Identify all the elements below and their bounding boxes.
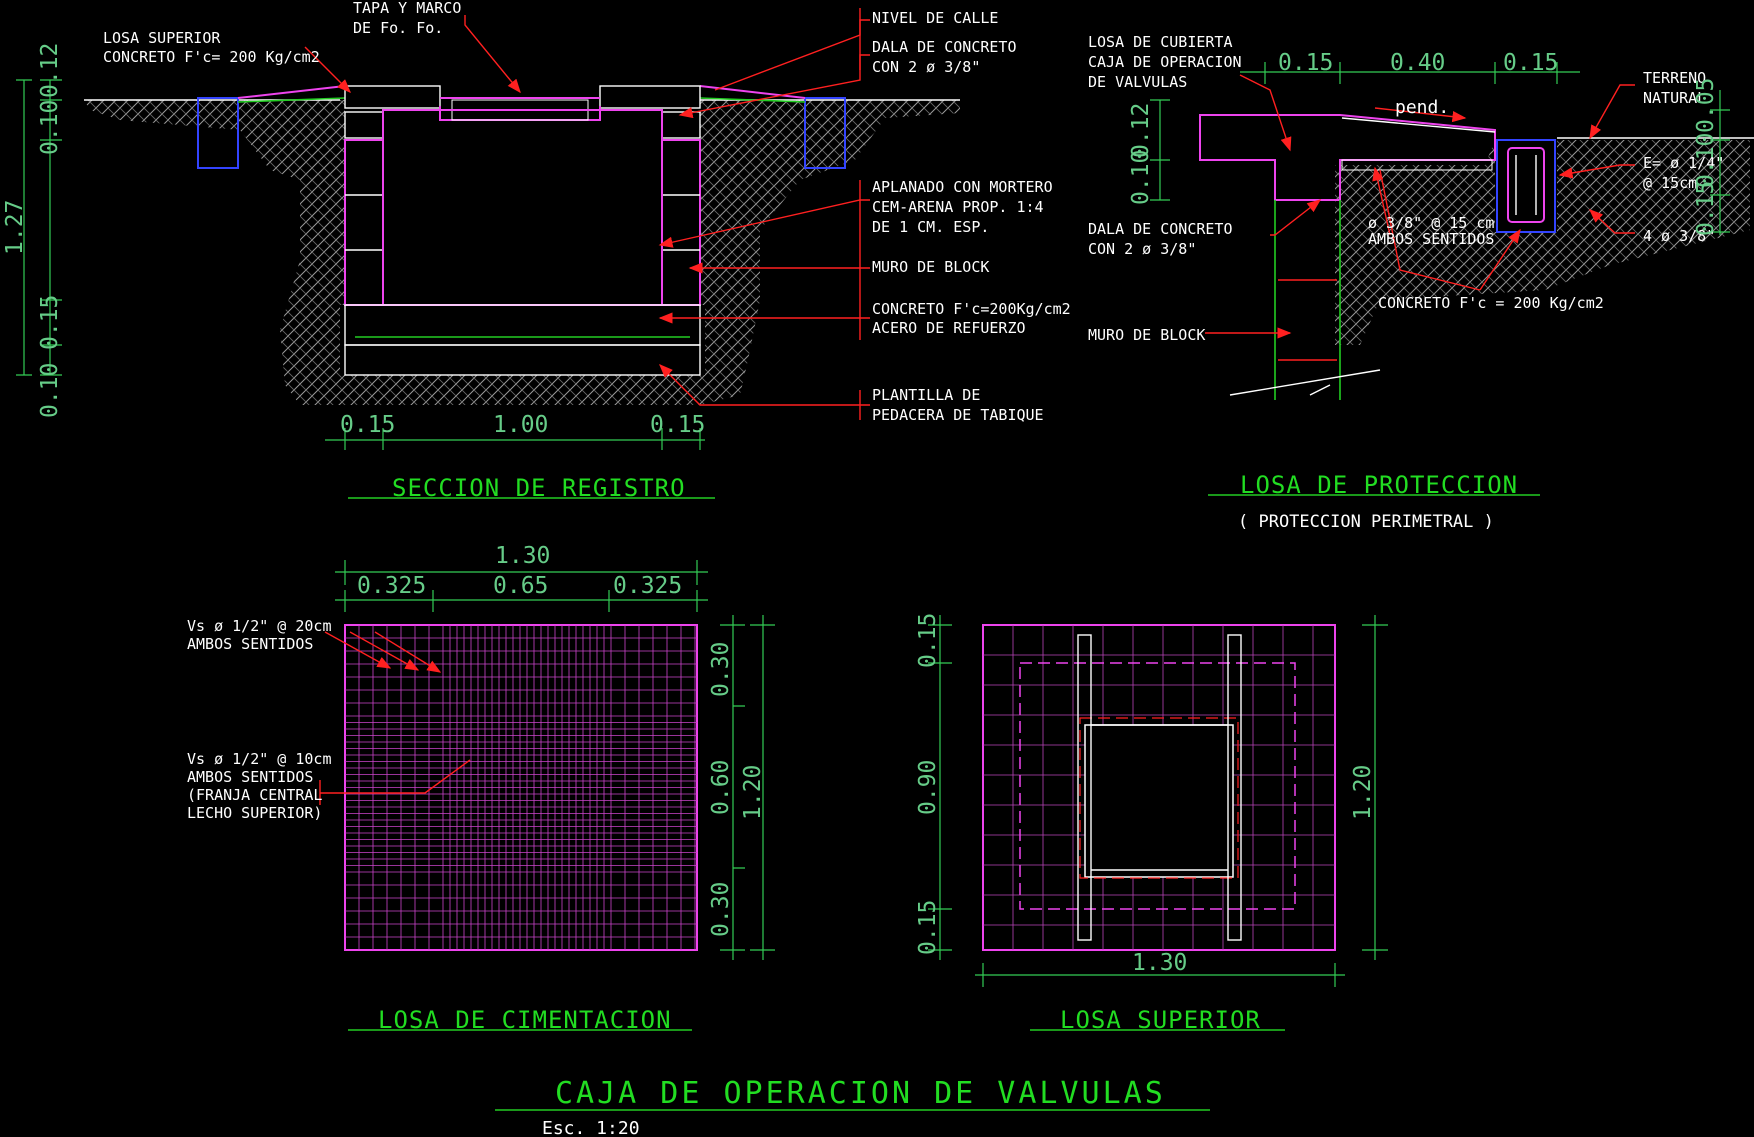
dim-t015b: 0.15 xyxy=(1503,50,1558,76)
label-cubierta-3: DE VALVULAS xyxy=(1088,73,1187,91)
label-plantilla-2: PEDACERA DE TABIQUE xyxy=(872,406,1044,424)
dala-left xyxy=(197,97,239,169)
dim-012: 0.12 xyxy=(37,43,63,98)
label-vs10-1: Vs ø 1/2" @ 10cm xyxy=(187,750,332,768)
dim-cim-v120: 1.20 xyxy=(740,765,766,820)
label-tapa-1: TAPA Y MARCO xyxy=(353,0,461,17)
label-aplanado-1: APLANADO CON MORTERO xyxy=(872,178,1053,196)
label-concreto: CONCRETO F'c = 200 Kg/cm2 xyxy=(1378,294,1604,312)
label-cubierta-2: CAJA DE OPERACION xyxy=(1088,53,1242,71)
dim-cim-c: 0.325 xyxy=(613,573,682,599)
dim-l012: 0.12 xyxy=(1128,103,1154,158)
dim-sup-v120: 1.20 xyxy=(1350,765,1376,820)
label-cubierta-1: LOSA DE CUBIERTA xyxy=(1088,33,1233,51)
label-concreto-2: ACERO DE REFUERZO xyxy=(872,319,1026,337)
dim-cim-a: 0.325 xyxy=(357,573,426,599)
losa-cimentacion xyxy=(319,560,775,1031)
label-vs20-1: Vs ø 1/2" @ 20cm xyxy=(187,617,332,635)
label-estribo-2: @ 15cm xyxy=(1643,174,1697,192)
dim-sup-v090: 0.90 xyxy=(915,760,941,815)
superior-outline xyxy=(982,624,1336,951)
drawing-title: CAJA DE OPERACION DE VALVULAS xyxy=(555,1076,1166,1111)
title-seccion-registro: SECCION DE REGISTRO xyxy=(392,474,686,502)
dim-r015: 0.15 xyxy=(1693,181,1719,236)
title-losa-proteccion: LOSA DE PROTECCION xyxy=(1240,471,1518,499)
dim-010a: 0.10 xyxy=(37,100,63,155)
label-vs20-2: AMBOS SENTIDOS xyxy=(187,635,313,653)
label-dala-1: DALA DE CONCRETO xyxy=(872,38,1017,56)
losa-cimentacion-labels: Vs ø 1/2" @ 20cm AMBOS SENTIDOS Vs ø 1/2… xyxy=(187,543,766,1034)
losa-superior xyxy=(928,615,1388,1031)
main-title-block: CAJA DE OPERACION DE VALVULAS Esc. 1:20 xyxy=(495,1076,1210,1137)
label-dala-2: CON 2 ø 3/8" xyxy=(1088,240,1196,258)
label-muro: MURO DE BLOCK xyxy=(1088,326,1205,344)
dim-127: 1.27 xyxy=(2,200,28,255)
label-concreto-1: CONCRETO F'c=200Kg/cm2 xyxy=(872,300,1071,318)
subtitle-losa-proteccion: ( PROTECCION PERIMETRAL ) xyxy=(1238,512,1494,532)
label-aplanado-3: DE 1 CM. ESP. xyxy=(872,218,989,236)
drawing-scale: Esc. 1:20 xyxy=(542,1118,640,1137)
label-terreno-2: NATURAL xyxy=(1643,89,1706,107)
dim-cim-total: 1.30 xyxy=(495,543,550,569)
dim-cim-v060: 0.60 xyxy=(708,760,734,815)
label-dala-2: CON 2 ø 3/8" xyxy=(872,58,980,76)
dim-b100: 1.00 xyxy=(493,412,548,438)
dim-r005: 0.05 xyxy=(1693,78,1719,133)
label-muro: MURO DE BLOCK xyxy=(872,258,989,276)
label-plantilla-1: PLANTILLA DE xyxy=(872,386,980,404)
dala-right xyxy=(804,97,846,169)
label-tapa-2: DE Fo. Fo. xyxy=(353,19,443,37)
losa-proteccion xyxy=(1150,62,1754,496)
title-losa-superior: LOSA SUPERIOR xyxy=(1060,1006,1261,1034)
label-vs10-4: LECHO SUPERIOR) xyxy=(187,804,322,822)
seccion-registro-labels: LOSA SUPERIOR CONCRETO F'c= 200 Kg/cm2 T… xyxy=(2,0,1071,502)
label-nivel-calle: NIVEL DE CALLE xyxy=(872,9,998,27)
dim-010b: 0.10 xyxy=(37,363,63,418)
seccion-registro xyxy=(16,8,960,499)
dim-cim-v030a: 0.30 xyxy=(708,642,734,697)
dim-sup-h130: 1.30 xyxy=(1132,950,1187,976)
label-dala-1: DALA DE CONCRETO xyxy=(1088,220,1233,238)
title-losa-cimentacion: LOSA DE CIMENTACION xyxy=(378,1006,672,1034)
dim-l010: 0.10 xyxy=(1128,150,1154,205)
dim-015: 0.15 xyxy=(37,295,63,350)
dim-cim-b: 0.65 xyxy=(493,573,548,599)
dim-t015a: 0.15 xyxy=(1278,50,1333,76)
dala-protection xyxy=(1496,139,1556,233)
dim-b015a: 0.15 xyxy=(340,412,395,438)
dim-sup-v015a: 0.15 xyxy=(915,613,941,668)
label-varillas: 4 ø 3/8" xyxy=(1643,227,1715,245)
label-malla-2: AMBOS SENTIDOS xyxy=(1368,230,1494,248)
label-concreto-top: CONCRETO F'c= 200 Kg/cm2 xyxy=(103,48,320,66)
plantilla xyxy=(344,344,701,376)
dim-t040: 0.40 xyxy=(1390,50,1445,76)
cimentacion-grid xyxy=(345,625,697,950)
soil-hatch-protection xyxy=(1335,140,1750,345)
label-vs10-2: AMBOS SENTIDOS xyxy=(187,768,313,786)
dim-b015b: 0.15 xyxy=(650,412,705,438)
dim-r010: 0.10 xyxy=(1693,133,1719,188)
label-pend: pend. xyxy=(1395,97,1449,118)
label-malla-1: ø 3/8" @ 15 cm xyxy=(1368,214,1494,232)
losa-proteccion-labels: LOSA DE CUBIERTA CAJA DE OPERACION DE VA… xyxy=(1088,33,1724,532)
label-aplanado-2: CEM-ARENA PROP. 1:4 xyxy=(872,198,1044,216)
losa-superior-labels: 0.15 0.90 0.15 1.20 1.30 LOSA SUPERIOR xyxy=(915,613,1376,1034)
label-vs10-3: (FRANJA CENTRAL xyxy=(187,786,322,804)
label-estribo-1: E= ø 1/4" xyxy=(1643,154,1724,172)
label-losa-superior: LOSA SUPERIOR xyxy=(103,29,221,47)
label-terreno-1: TERRENO xyxy=(1643,69,1706,87)
dim-sup-v015b: 0.15 xyxy=(915,900,941,955)
dim-cim-v030b: 0.30 xyxy=(708,882,734,937)
